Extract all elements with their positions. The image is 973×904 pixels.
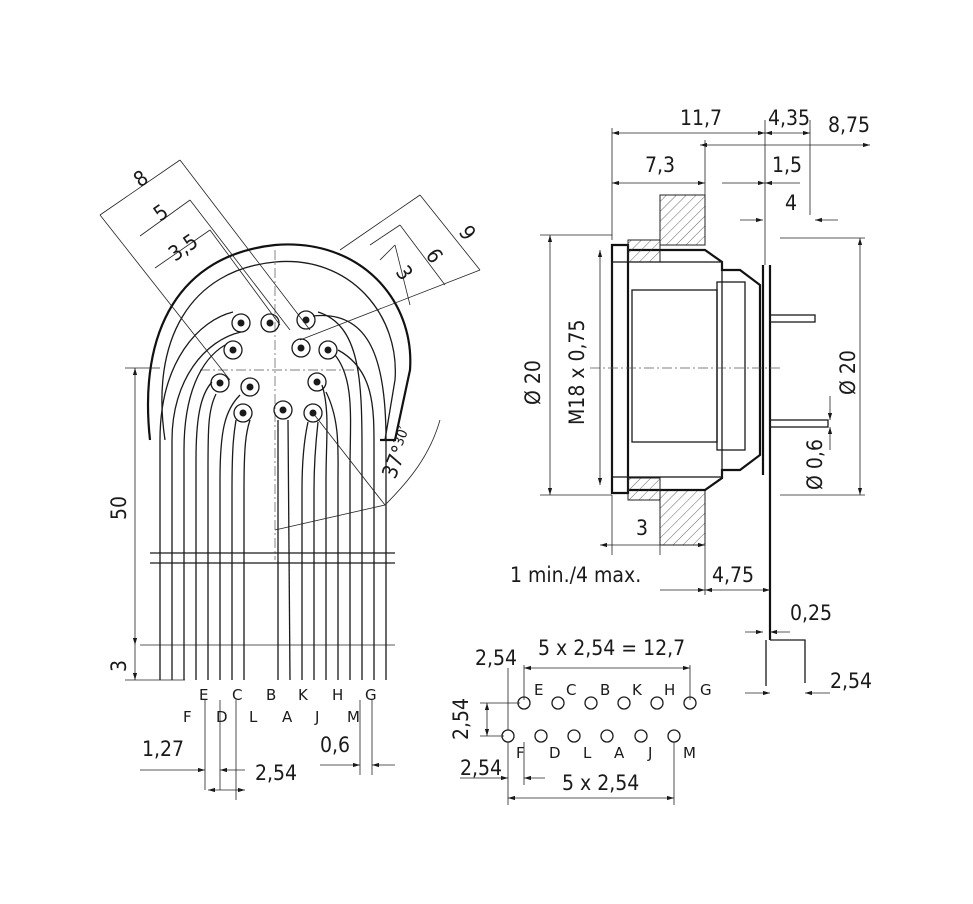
pin-label-F: F [183,708,192,726]
dim-3-right: 3 [636,516,648,540]
pattern-label-E: E [534,681,543,699]
dim-8-75: 8,75 [828,113,870,137]
dim-8: 8 [129,166,153,193]
panel-top [659,194,706,246]
dim-dia-20-right: Ø 20 [836,350,860,395]
dim-7-3: 7,3 [645,153,675,177]
pattern-label-J: J [647,744,652,762]
pattern-dim-2-54-top: 2,54 [475,646,517,670]
left-dimension-lines [99,159,481,531]
dim-5: 5 [149,200,173,227]
pin-label-G: G [365,686,377,704]
pattern-label-A: A [614,744,625,762]
pattern-label-H: H [664,681,675,699]
pattern-label-F: F [516,744,525,762]
housing-inner [611,261,723,478]
contact-pins [210,310,338,423]
pattern-label-B: B [600,681,610,699]
connector-inner-outline [161,260,396,441]
dim-3-5: 3,5 [164,229,202,266]
pattern-dim-top: 5 x 2,54 = 12,7 [538,636,685,660]
dim-3-bottom: 3 [107,660,131,672]
dim-11-7: 11,7 [680,106,722,130]
dim-thread: M18 x 0,75 [565,319,589,425]
pin-leads [159,311,387,681]
pin-label-H: H [332,686,343,704]
dim-50: 50 [107,496,131,520]
pin-label-K: K [298,686,309,704]
dim-1-5: 1,5 [772,153,802,177]
pin-label-J: J [314,708,319,726]
left-pin-labels: E C B K H G F D L A J M [183,686,377,726]
right-dimension-lines [540,120,870,696]
pattern-label-D: D [549,744,561,762]
housing-flange [610,243,630,495]
dim-0-6: 0,6 [320,733,350,757]
pin-label-D: D [216,708,228,726]
pin-label-L: L [249,708,258,726]
pattern-label-L: L [583,744,592,762]
dim-1-27: 1,27 [142,737,184,761]
dim-0-25: 0,25 [790,601,832,625]
pattern-label-C: C [566,681,576,699]
dim-angle: 37°30′ [377,424,419,482]
angle-sup: 30′ [391,425,413,449]
insert [631,289,718,443]
pattern-view: 5 x 2,54 = 12,7 2,54 2,54 2,54 5 x 2,54 … [449,636,712,805]
housing-body [628,248,762,492]
dim-panel-thickness: 1 min./4 max. [510,563,641,587]
left-view: 8 5 3,5 9 6 3 37°30′ 50 3 1,27 2,54 0,6 … [99,159,481,800]
pattern-label-K: K [632,681,643,699]
angle-main: 37° [377,442,412,482]
pattern-dim-2-54-side: 2,54 [449,698,473,740]
dim-2-54-left: 2,54 [255,761,297,785]
pin-label-C: C [232,686,242,704]
dim-2-54-right: 2,54 [830,669,872,693]
pin-upper [769,314,816,323]
dim-4-35: 4,35 [768,106,810,130]
pin-lower [769,419,829,428]
dim-4-75: 4,75 [712,563,754,587]
panel-bottom [659,489,706,546]
pin-label-B: B [266,686,276,704]
pattern-labels: E C B K H G F D L A J M [516,681,712,762]
pattern-dim-bottom: 5 x 2,54 [562,771,639,795]
pin-label-M: M [347,708,360,726]
pin-label-A: A [282,708,293,726]
right-view: 11,7 4,35 8,75 7,3 1,5 4 Ø 20 M18 x 0,75… [510,106,872,696]
dim-9: 9 [454,221,481,245]
pattern-label-G: G [700,681,712,699]
dim-dia-20-left: Ø 20 [521,360,545,405]
pattern-label-M: M [683,744,696,762]
pattern-holes-lower [501,729,681,743]
connector-body-outline [146,243,412,442]
dim-6: 6 [421,244,448,268]
pattern-dim-2-54-bottom: 2,54 [460,756,502,780]
dim-dia-0-6: Ø 0,6 [803,439,827,490]
dim-4: 4 [785,191,797,215]
pin-label-E: E [199,686,208,704]
